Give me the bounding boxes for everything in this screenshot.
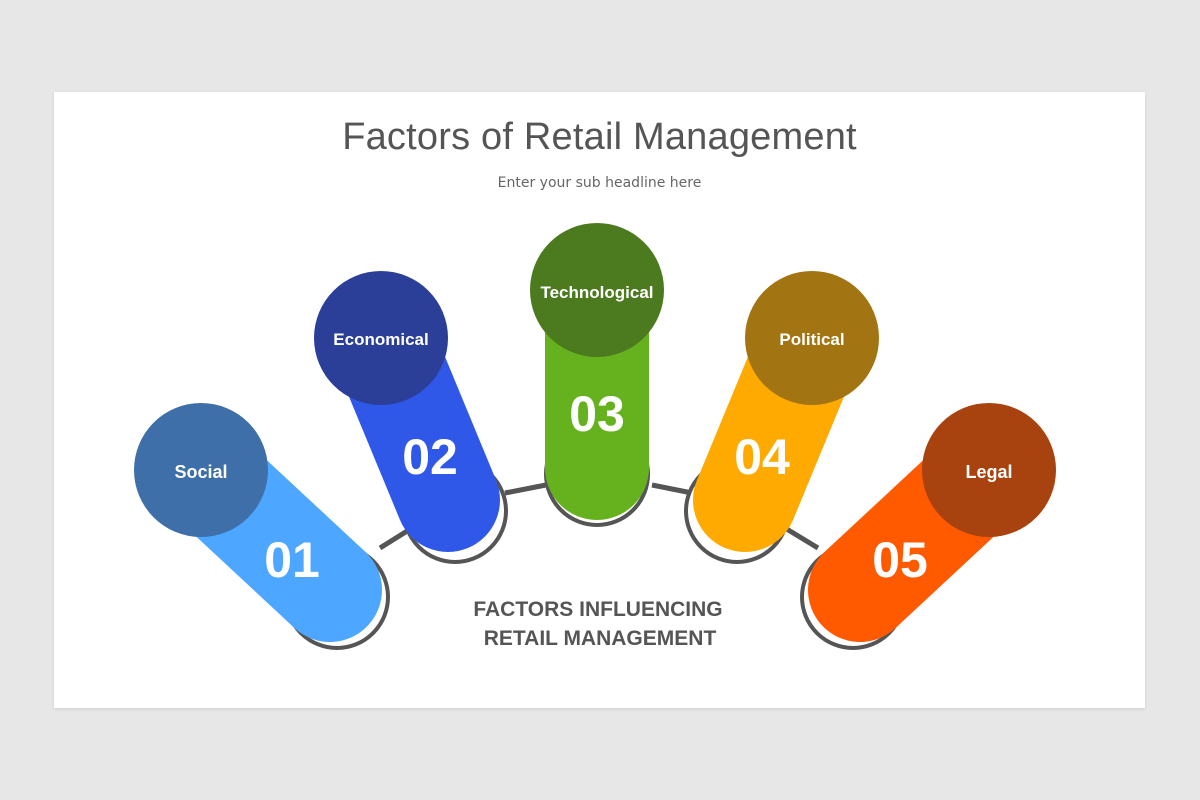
- factor-label: Technological: [540, 283, 653, 302]
- pill-cap: [134, 403, 268, 537]
- factor-economical: Economical 02: [314, 271, 500, 552]
- pill-cap: [922, 403, 1056, 537]
- center-label-line1: FACTORS INFLUENCING: [473, 598, 722, 621]
- factor-technological: Technological 03: [530, 223, 664, 520]
- factor-legal: Legal 05: [808, 403, 1056, 642]
- factor-number: 03: [569, 386, 625, 442]
- factor-number: 01: [264, 532, 320, 588]
- factor-label: Economical: [333, 330, 428, 349]
- center-label-line2: RETAIL MANAGEMENT: [484, 627, 717, 650]
- factor-social: Social 01: [134, 403, 382, 642]
- slide-title: Factors of Retail Management: [342, 116, 857, 158]
- factor-number: 05: [872, 532, 928, 588]
- connector-3-4: [651, 482, 693, 496]
- center-label: FACTORS INFLUENCING RETAIL MANAGEMENT: [473, 598, 722, 650]
- factor-label: Legal: [965, 462, 1012, 482]
- pill-cap: [745, 271, 879, 405]
- pill-cap: [530, 223, 664, 357]
- slide-subtitle: Enter your sub headline here: [497, 175, 702, 191]
- factor-label: Political: [779, 330, 844, 349]
- factor-number: 02: [402, 429, 458, 485]
- factor-label: Social: [174, 462, 227, 482]
- connector-2-3: [504, 482, 547, 496]
- connector-4-5: [783, 525, 820, 551]
- pill-cap: [314, 271, 448, 405]
- factor-political: Political 04: [693, 271, 879, 552]
- factor-number: 04: [734, 429, 790, 485]
